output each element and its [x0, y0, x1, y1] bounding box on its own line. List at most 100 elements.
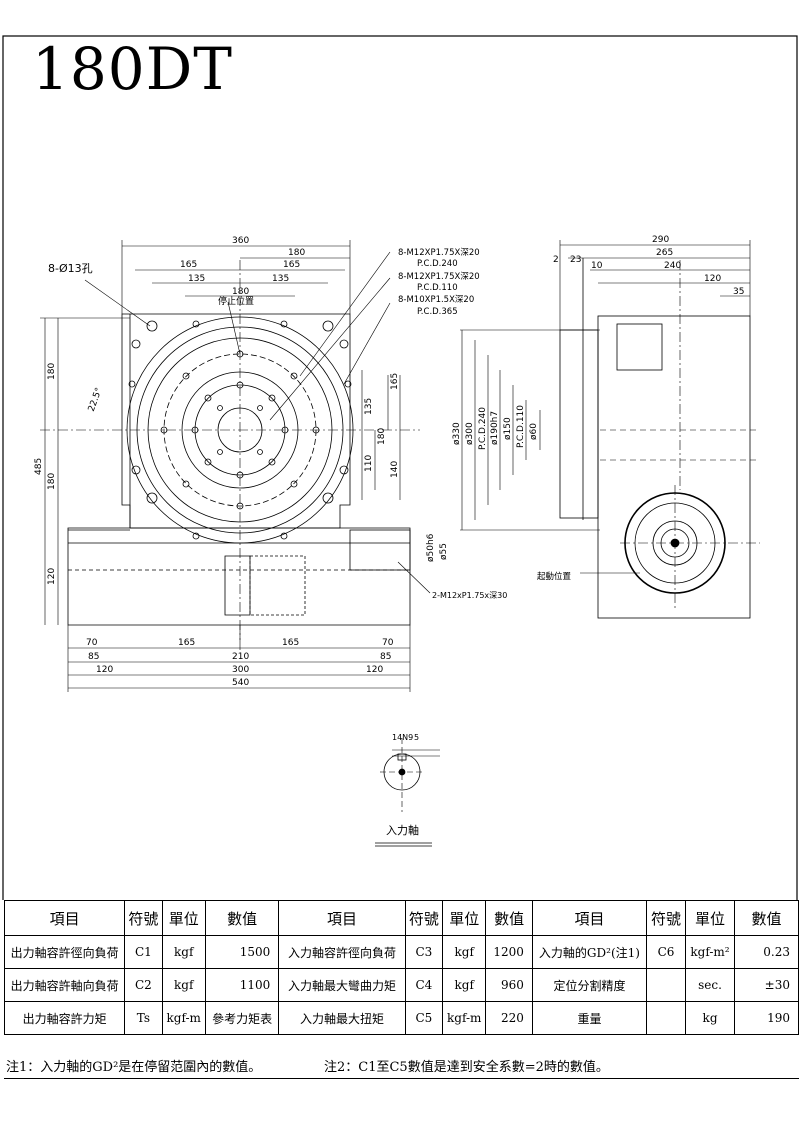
table-cell	[645, 1001, 687, 1035]
dim-label: 180	[288, 248, 305, 258]
input-shaft-label: 入力軸	[386, 823, 419, 837]
dim-label: 70	[382, 638, 394, 648]
table-row: 出力軸容許徑向負荷 C1 kgf 1500 入力軸容許徑向負荷 C3 kgf 1…	[3, 935, 800, 969]
table-cell: sec.	[685, 968, 735, 1002]
dim-label: 135	[272, 274, 289, 284]
dim-label: 165	[178, 638, 195, 648]
dim-label: 120	[47, 568, 57, 585]
dim-label: 290	[652, 235, 669, 245]
dim-label: 165	[283, 260, 300, 270]
col-header: 數值	[733, 900, 800, 936]
dim-label: 180	[377, 428, 387, 445]
table-cell: kgf	[161, 935, 206, 969]
bolt-holes	[128, 320, 352, 540]
input-shaft-view	[375, 738, 440, 847]
model-title: 180DT	[32, 35, 233, 103]
table-cell: ±30	[733, 968, 800, 1002]
table-header-row: 項目 符號 單位 數值 項目 符號 單位 數值 項目 符號 單位 數值	[3, 900, 800, 936]
side-view	[460, 240, 760, 619]
shaft-dim: ø50h6	[426, 533, 436, 562]
base-outline	[67, 527, 411, 626]
table-cell: 入力軸容許徑向負荷	[278, 935, 406, 969]
table-cell: kgf-m	[442, 1001, 487, 1035]
dim-label: 70	[86, 638, 98, 648]
dim-label: 120	[704, 274, 721, 284]
col-header: 符號	[404, 900, 444, 936]
dim-label: 485	[34, 458, 44, 475]
dim-label: 10	[591, 261, 603, 271]
col-header: 符號	[645, 900, 687, 936]
note-2: 注2：C1至C5數值是達到安全系數=2時的數值。	[324, 1060, 609, 1075]
table-cell: kgf	[442, 935, 487, 969]
table-cell: 1100	[204, 968, 280, 1002]
dim-label: 210	[232, 652, 249, 662]
col-header: 項目	[278, 900, 406, 936]
col-header: 項目	[3, 900, 126, 936]
dim-label: 85	[88, 652, 99, 662]
table-cell: C5	[404, 1001, 444, 1035]
dim-label: 120	[366, 665, 383, 675]
dia-label: ø60	[529, 423, 539, 440]
table-cell: C1	[124, 935, 163, 969]
table-cell: kgf	[442, 968, 487, 1002]
callout-label: 8-M10XP1.5X深20	[398, 295, 474, 305]
technical-drawing: 360 180 165 165 135 135 180 8-Ø13孔 停止位置 …	[2, 35, 798, 900]
col-header: 符號	[124, 900, 163, 936]
note-1: 注1：入力軸的GD²是在停留范圍內的數值。	[6, 1060, 262, 1075]
table-row: 出力軸容許力矩 Ts kgf-m 參考力矩表 入力軸最大扭矩 C5 kgf-m …	[3, 1001, 800, 1035]
table-cell: 220	[485, 1001, 533, 1035]
dim-label: 165	[390, 373, 400, 390]
dim-label: 240	[664, 261, 681, 271]
dim-label: 300	[232, 665, 249, 675]
table-cell: 0.23	[733, 935, 800, 969]
table-cell: 入力軸最大扭矩	[278, 1001, 406, 1035]
callout-label: 8-M12XP1.75X深20	[398, 248, 480, 258]
table-cell: 定位分割精度	[531, 968, 647, 1002]
table-row: 出力軸容許軸向負荷 C2 kgf 1100 入力軸最大彎曲力矩 C4 kgf 9…	[3, 968, 800, 1002]
dim-label: 14N9	[392, 733, 413, 742]
table-cell: 入力軸的GD²(注1)	[531, 935, 647, 969]
callout-label: 8-M12XP1.75X深20	[398, 272, 480, 282]
table-cell: C4	[404, 968, 444, 1002]
dim-label: 540	[232, 678, 249, 688]
table-cell: C6	[645, 935, 687, 969]
dim-label: 85	[380, 652, 391, 662]
dia-label: ø150	[503, 417, 513, 440]
col-header: 數值	[204, 900, 280, 936]
table-cell: kgf-m	[161, 1001, 206, 1035]
table-cell: 出力軸容許徑向負荷	[3, 935, 126, 969]
table-cell: 960	[485, 968, 533, 1002]
base-slot	[224, 555, 251, 616]
table-cell	[645, 968, 687, 1002]
table-cell: 參考力矩表	[204, 1001, 280, 1035]
dia-label: ø190h7	[490, 411, 500, 445]
table-cell: Ts	[124, 1001, 163, 1035]
table-cell: kgf-m²	[685, 935, 735, 969]
table-cell: 出力軸容許軸向負荷	[3, 968, 126, 1002]
dia-label: ø300	[465, 422, 475, 445]
table-cell: 190	[733, 1001, 800, 1035]
table-cell: kg	[685, 1001, 735, 1035]
dim-label: 135	[364, 398, 374, 415]
notes-row: 注1：入力軸的GD²是在停留范圍內的數值。 注2：C1至C5數值是達到安全系數=…	[4, 1050, 799, 1079]
col-header: 數值	[485, 900, 533, 936]
col-header: 單位	[161, 900, 206, 936]
dim-label: 135	[188, 274, 205, 284]
angle-label: 22.5°	[87, 386, 105, 412]
hole-label: 8-Ø13孔	[48, 262, 93, 275]
dim-label: 5	[414, 733, 419, 742]
shaft-dim: ø55	[439, 543, 449, 560]
dim-label: 120	[96, 665, 113, 675]
spec-table: 項目 符號 單位 數值 項目 符號 單位 數值 項目 符號 單位 數值 出力軸容…	[3, 900, 800, 1035]
dim-label: 165	[180, 260, 197, 270]
dim-label: 165	[282, 638, 299, 648]
table-cell: 重量	[531, 1001, 647, 1035]
col-header: 項目	[531, 900, 647, 936]
dim-label: 265	[656, 248, 673, 258]
dia-label: P.C.D.110	[516, 405, 526, 448]
dia-label: ø330	[452, 422, 462, 445]
table-cell: 出力軸容許力矩	[3, 1001, 126, 1035]
dim-label: 23	[570, 255, 581, 265]
front-view	[40, 240, 431, 692]
